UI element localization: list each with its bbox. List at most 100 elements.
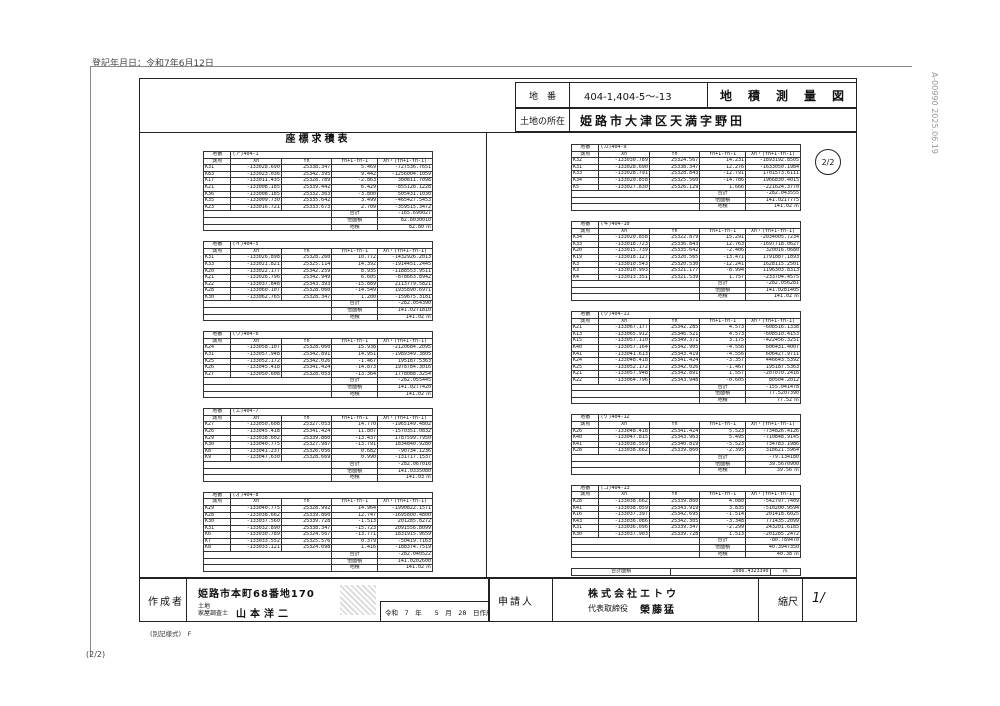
table-cell: K26 xyxy=(570,427,600,436)
table-cell: 6.605 xyxy=(331,274,379,282)
table-cell: 25339.860 xyxy=(280,434,333,443)
unit-label: ㎡ xyxy=(425,474,431,481)
table-cell: -133037.848 xyxy=(230,280,282,289)
table-cell: -359515.3472 xyxy=(377,203,433,212)
table-cell: 25335.642 xyxy=(280,197,333,205)
table-cell: 25343.419 xyxy=(648,350,701,359)
total-area-value: 1086.4323390 xyxy=(670,568,771,576)
table-cell: 25328.789 xyxy=(280,177,333,185)
table-cell: 15.938 xyxy=(331,344,379,353)
table-cell: -2.406 xyxy=(699,247,747,255)
table-cell: 25326.129 xyxy=(648,183,701,192)
summary-empty xyxy=(202,377,333,385)
table-cell: 606427.9711 xyxy=(745,350,801,359)
table-cell: 1831915.9659 xyxy=(377,531,433,539)
table-cell: -3.357 xyxy=(699,357,747,365)
table-cell: 8.935 xyxy=(331,267,379,276)
table-cell: 25328.053 xyxy=(280,370,333,379)
summary-empty xyxy=(202,307,333,315)
summary-label: 地積 xyxy=(331,313,379,322)
unit-label: ㎡ xyxy=(793,293,799,300)
table-cell: 4.573 xyxy=(699,330,747,339)
author-title: 土地 家屋調査士 xyxy=(198,603,228,617)
table-cell: -133008.185 xyxy=(230,190,282,199)
table-cell: K8 xyxy=(202,447,232,456)
table-cell: 25326.056 xyxy=(280,447,333,456)
summary-value: -282.067016 xyxy=(377,460,433,469)
table-cell: K30 xyxy=(202,441,232,449)
table-cell: -133013.351 xyxy=(598,273,650,282)
chiban-name-cell: (コ)404-13 xyxy=(598,484,801,493)
unit-label: ㎡ xyxy=(793,203,799,210)
author-title-line2: 家屋調査士 xyxy=(198,610,229,617)
block-chiban-row: 地番(ウ)404-6 xyxy=(202,331,433,339)
table-cell: K21 xyxy=(570,370,600,378)
summary-value: -155.041478 xyxy=(745,383,801,392)
table-cell: -133038.602 xyxy=(230,434,282,443)
chiban-label-cell: 地番 xyxy=(570,414,600,422)
chiban-name-cell: (イ)404-5 xyxy=(230,241,433,249)
chiban-name-cell: (ウ)404-6 xyxy=(230,331,433,339)
table-cell: K40 xyxy=(570,434,600,442)
table-cell: -1.467 xyxy=(331,357,379,366)
summary-value: -165.690027 xyxy=(377,210,433,218)
table-cell: -2034005.7234 xyxy=(745,234,801,242)
table-cell: K17 xyxy=(202,177,232,185)
table-cell: 25328.260 xyxy=(280,254,333,262)
table-cell: K6 xyxy=(202,531,232,539)
table-cell: 1834840.9280 xyxy=(377,441,433,449)
table-cell: -159675.3181 xyxy=(377,293,433,302)
table-cell: -878663.8942 xyxy=(377,274,433,282)
table-cell: 1.416 xyxy=(331,544,379,553)
table-cell: 25342.395 xyxy=(280,170,333,179)
table-cell: 6.429 xyxy=(331,183,379,192)
column-header: Xn xyxy=(598,150,650,159)
table-cell: 380811.7098 xyxy=(377,177,433,185)
table-cell: -133067.177 xyxy=(598,324,650,332)
table-cell: -1893192.8505 xyxy=(745,157,801,165)
table-cell: 1628115.2501 xyxy=(745,260,801,269)
table-cell: -1989349.3805 xyxy=(377,351,433,359)
chiban-value: 404-1,404-5〜-13 xyxy=(570,83,708,107)
table-cell: -12.791 xyxy=(699,170,747,178)
table-cell: K21 xyxy=(570,324,600,332)
summary-empty xyxy=(570,467,701,475)
table-cell: K40 xyxy=(570,344,600,352)
table-cell: 14.770 xyxy=(331,421,379,429)
table-cell: 2.709 xyxy=(331,203,379,212)
summary-empty xyxy=(202,300,333,309)
block-chiban-row: 地番(イ)404-5 xyxy=(202,241,433,249)
table-cell: -133045.418 xyxy=(230,427,282,436)
table-cell: K23 xyxy=(202,203,232,212)
table-cell: 25343.948 xyxy=(648,377,701,385)
table-cell: 3.499 xyxy=(331,197,379,205)
